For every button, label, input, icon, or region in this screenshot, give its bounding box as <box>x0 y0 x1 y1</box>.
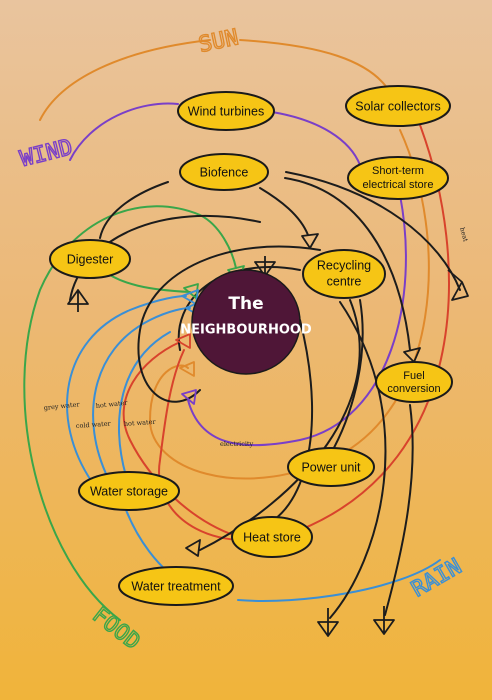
node-recycling-centre-label-line1: Recycling <box>317 258 371 272</box>
node-digester-label: Digester <box>67 252 114 266</box>
label-electricity: electricity <box>220 440 254 448</box>
node-heat-store-shape <box>231 516 313 558</box>
blue-flow-storage-to-treatment <box>125 509 169 573</box>
node-biofence-shape <box>179 153 269 191</box>
node-water-treatment-shape <box>118 566 234 606</box>
orange-flow-sun-to-solar <box>239 39 391 93</box>
node-water-storage-label: Water storage <box>90 484 168 498</box>
node-solar-collectors-shape <box>345 85 451 127</box>
black-flow-biofence-to-fuel <box>284 177 411 351</box>
node-water-treatment-label: Water treatment <box>131 579 221 593</box>
black-flow-spiral-mid <box>137 245 321 403</box>
black-flow-biofence-to-recycling <box>259 187 309 236</box>
black-flow-power-out <box>329 301 387 619</box>
node-water-storage-shape <box>78 471 180 511</box>
node-recycling-centre-label-line2: centre <box>327 274 362 288</box>
purple-flow-turbines-to-store <box>271 111 361 166</box>
node-power-unit-shape <box>287 447 375 487</box>
center-label-line1: The <box>228 294 263 314</box>
arrowhead-bottom-2 <box>373 606 395 635</box>
arrowhead-digester <box>67 289 89 312</box>
label-hot-water-2: hot water <box>124 418 157 428</box>
node-water-storage[interactable]: Water storage <box>78 471 180 511</box>
red-flow-hot-water <box>122 341 237 537</box>
arrowhead-right-heat <box>447 269 469 301</box>
arrowhead-orange <box>179 361 195 377</box>
arrowhead-bottom-1 <box>317 608 339 637</box>
label-grey-water: grey water <box>43 400 80 412</box>
blue-flow-storage-up-3 <box>117 331 171 477</box>
arrowhead-fuel <box>403 347 421 363</box>
scribble-wind: WIND <box>18 135 75 172</box>
neighbourhood-node[interactable]: The NEIGHBOURHOOD <box>180 269 312 375</box>
arrowhead-blue-1 <box>181 289 199 305</box>
label-heat: heat <box>458 226 470 242</box>
node-wind-turbines[interactable]: Wind turbines <box>177 91 275 131</box>
node-digester-shape <box>49 239 131 279</box>
node-power-unit[interactable]: Power unit <box>287 447 375 487</box>
scribble-food: FOOD <box>87 603 144 655</box>
node-fuel-conversion-label-line2: conversion <box>387 383 440 395</box>
neighbourhood-ellipse <box>191 269 301 375</box>
arrowhead-red <box>175 333 191 349</box>
node-water-treatment[interactable]: Water treatment <box>118 566 234 606</box>
node-recycling-centre-shape <box>302 249 386 299</box>
node-biofence[interactable]: Biofence <box>179 153 269 191</box>
purple-flow-wind-arc <box>69 102 179 161</box>
blue-flow-storage-up-1 <box>66 295 187 483</box>
arrowhead-purple <box>181 389 197 405</box>
arrowhead-treatment <box>185 539 201 557</box>
black-flow-fuel-out <box>384 404 414 616</box>
node-heat-store[interactable]: Heat store <box>231 516 313 558</box>
orange-flow-sun-loop <box>39 39 211 121</box>
node-solar-collectors[interactable]: Solar collectors <box>345 85 451 127</box>
node-short-term-store-label-line2: electrical store <box>363 179 434 191</box>
node-heat-store-label: Heat store <box>243 530 301 544</box>
node-biofence-label: Biofence <box>200 165 249 179</box>
scribble-sun: SUN <box>197 25 241 58</box>
arrowhead-recycling <box>301 233 319 249</box>
node-fuel-conversion-shape <box>375 361 453 403</box>
node-wind-turbines-label: Wind turbines <box>188 104 264 118</box>
node-digester[interactable]: Digester <box>49 239 131 279</box>
node-short-term-store-shape <box>347 156 449 200</box>
black-flow-spiral-outer <box>69 214 261 301</box>
node-short-term-store-label-line1: Short-term <box>372 165 424 177</box>
node-recycling-centre[interactable]: Recycling centre <box>302 249 386 299</box>
center-label-line2: NEIGHBOURHOOD <box>180 323 312 338</box>
node-power-unit-label: Power unit <box>301 460 361 474</box>
black-flow-recycling-to-power <box>329 299 364 456</box>
node-fuel-conversion[interactable]: Fuel conversion <box>375 361 453 403</box>
node-solar-collectors-label: Solar collectors <box>355 99 440 113</box>
node-wind-turbines-shape <box>177 91 275 131</box>
node-short-term-store[interactable]: Short-term electrical store <box>347 156 449 200</box>
purple-flow-electricity <box>187 194 407 447</box>
label-cold-water: cold water <box>76 420 112 430</box>
black-flow-biofence-to-digester <box>99 181 169 239</box>
blue-flow-storage-up-2 <box>92 307 191 479</box>
label-hot-water-1: hot water <box>95 399 128 410</box>
node-fuel-conversion-label-line1: Fuel <box>403 370 424 382</box>
